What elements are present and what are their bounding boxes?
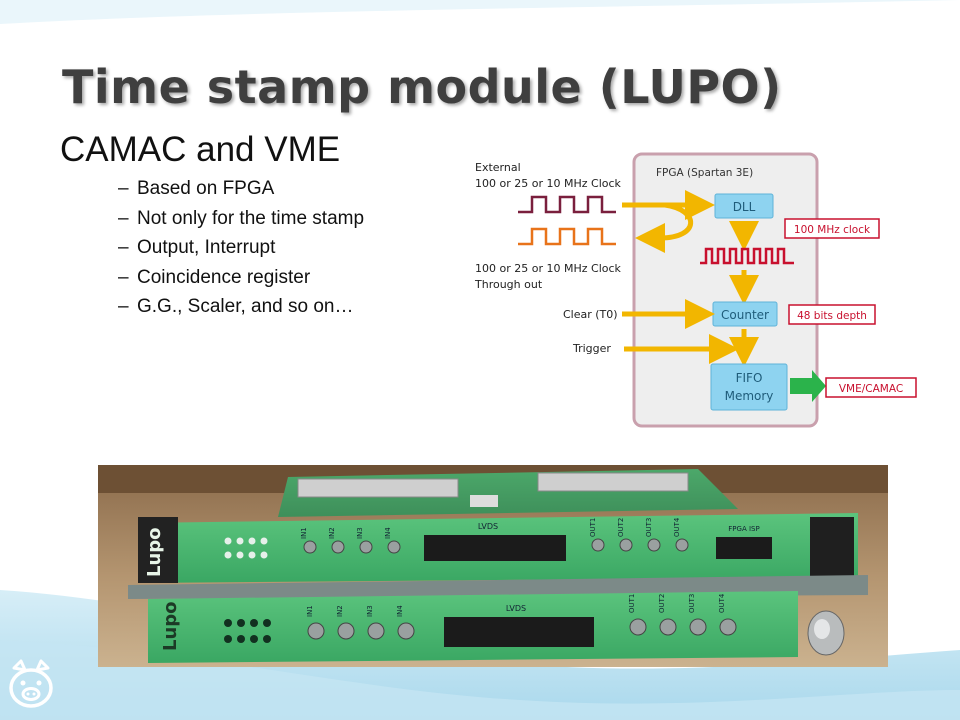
fpga-block-diagram: FPGA (Spartan 3E) External 100 or 25 or …: [474, 152, 917, 428]
bottom-out1-label: OUT1: [628, 594, 636, 613]
fifo-box: [710, 363, 788, 411]
bottom-out3-label: OUT3: [688, 594, 696, 613]
top-out3-label: OUT3: [645, 518, 653, 537]
bottom-in2-label: IN2: [336, 605, 344, 617]
dll-label: DLL: [733, 200, 756, 214]
fpga-label: FPGA (Spartan 3E): [656, 167, 753, 179]
bottom-in4-label: IN4: [396, 605, 404, 617]
bottom-lvds-connector: [444, 617, 594, 647]
depth-tag-label: 48 bits depth: [797, 310, 867, 322]
top-out2-label: OUT2: [617, 518, 625, 537]
slide-title: Time stamp module (LUPO): [62, 60, 782, 114]
bottom-out4-label: OUT4: [718, 593, 726, 613]
internal-clock-wave: [700, 247, 794, 265]
bottom-in3-label: IN3: [366, 605, 374, 617]
fifo-label: FIFO: [736, 371, 763, 385]
output-arrow: [790, 370, 826, 402]
output-tag: [825, 377, 917, 398]
external-label: External: [475, 161, 521, 174]
counter-label: Counter: [721, 308, 769, 322]
bottom-led-grid: [224, 619, 271, 643]
bottom-in1-label: IN1: [306, 605, 314, 617]
trigger-label: Trigger: [572, 342, 611, 355]
memory-label: Memory: [725, 389, 774, 403]
clock-tag: [784, 218, 880, 239]
top-out4-label: OUT4: [673, 517, 681, 537]
bottom-module-brand: Lupo: [160, 601, 181, 651]
top-in1-label: IN1: [300, 527, 308, 539]
clear-label: Clear (T0): [563, 308, 618, 321]
slide-subtitle: CAMAC and VME: [60, 130, 341, 169]
top-module-brand: Lupo: [144, 527, 165, 577]
top-isp-label: FPGA ISP: [728, 525, 759, 533]
external-clock-label: 100 or 25 or 10 MHz Clock: [475, 177, 622, 190]
bottom-out2-label: OUT2: [658, 594, 666, 613]
fpga-frame: [632, 152, 819, 428]
top-lvds-connector: [424, 535, 566, 561]
clock-tag-label: 100 MHz clock: [794, 224, 871, 236]
external-clock-wave: [518, 195, 616, 214]
top-led-grid: [224, 537, 268, 559]
clock-loop-arrow: [659, 202, 694, 241]
through-out-label: Through out: [474, 278, 543, 291]
through-clock-label: 100 or 25 or 10 MHz Clock: [475, 262, 622, 275]
depth-tag: [788, 304, 876, 325]
top-in4-label: IN4: [384, 527, 392, 539]
output-tag-label: VME/CAMAC: [839, 383, 903, 395]
top-lvds-label: LVDS: [478, 522, 498, 531]
pig-mascot-icon: [9, 659, 53, 708]
lupo-module-photo: Lupo IN1 IN2 IN3 IN4 OUT1 OUT2 OUT3 OUT4…: [98, 465, 888, 667]
top-in2-label: IN2: [328, 527, 336, 539]
top-isp-connector: [716, 537, 772, 559]
through-clock-wave: [518, 227, 616, 246]
dll-box: [714, 193, 774, 219]
top-out1-label: OUT1: [589, 518, 597, 537]
bottom-lvds-label: LVDS: [506, 604, 526, 613]
top-in3-label: IN3: [356, 527, 364, 539]
